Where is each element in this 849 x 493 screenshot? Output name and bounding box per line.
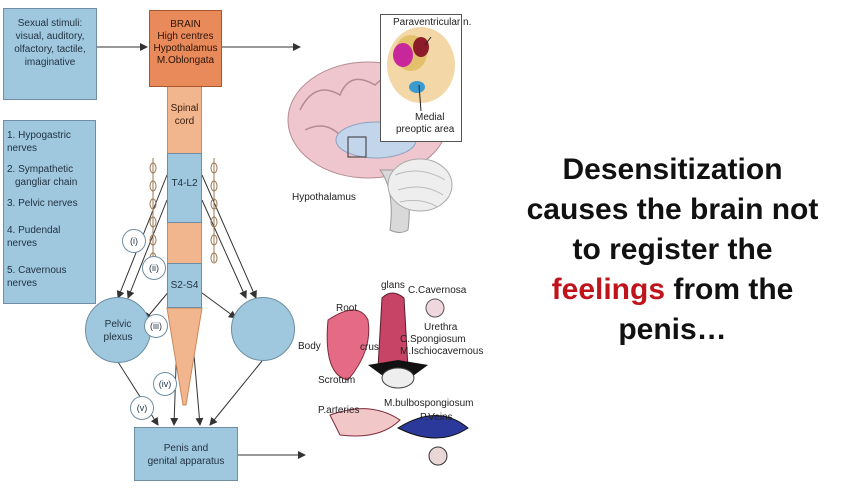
label-glans: glans xyxy=(381,280,405,291)
nerve-item: 1. Hypogastric nerves xyxy=(7,130,71,154)
statement-line: causes the brain not xyxy=(526,193,819,226)
brain-box: BRAIN High centres Hypothalamus M.Oblong… xyxy=(149,10,222,87)
label-m-bulbospongiosum: M.bulbospongiosum xyxy=(384,398,474,409)
penis-anatomy-illustration xyxy=(326,292,469,466)
label-paraventricular: Paraventricular n. xyxy=(393,17,472,28)
label-c-cavernosa: C.Cavernosa xyxy=(408,285,467,296)
label-scrotum: Scrotum xyxy=(318,375,356,386)
inset-drawing xyxy=(387,27,455,112)
stimuli-line: olfactory, tactile, xyxy=(14,44,86,55)
pathway-label: (iii) xyxy=(144,314,168,338)
spinal-line: Spinal xyxy=(170,103,199,114)
nerve-item: gangliar chain xyxy=(15,177,78,188)
brain-line: BRAIN xyxy=(170,19,201,30)
sexual-stimuli-box: Sexual stimuli: visual, auditory, olfact… xyxy=(3,8,97,100)
label-urethra: Urethra xyxy=(424,322,458,333)
pathway-label: (v) xyxy=(130,396,154,420)
pelvic-line: Pelvic xyxy=(104,319,132,330)
label-p-arteries: P.arteries xyxy=(318,405,360,416)
segment-s2-s4: S2-S4 xyxy=(167,263,202,308)
pathway-label: (ii) xyxy=(142,256,166,280)
label-medial: Medial xyxy=(415,112,445,123)
segment-middle xyxy=(167,223,202,263)
pathway-label: (iv) xyxy=(153,372,177,396)
hypothalamus-inset xyxy=(380,14,462,142)
nerve-item: 5. Cavernous nerves xyxy=(7,265,67,289)
pathway-label: (i) xyxy=(122,229,146,253)
spinal-cord: Spinal cord xyxy=(167,87,202,153)
statement-highlight: feelings xyxy=(551,273,666,306)
label-c-spongiosum: C.Spongiosum xyxy=(400,334,466,345)
plexus-circle-right xyxy=(231,297,295,361)
penis-line: genital apparatus xyxy=(147,456,225,467)
statement-line-rest: from the xyxy=(665,273,794,306)
stimuli-line: Sexual stimuli: xyxy=(17,18,83,29)
label-m-ischiocavernous: M.Ischiocavernous xyxy=(400,346,484,357)
label-crus: crus xyxy=(360,342,379,353)
nerve-item: 3. Pelvic nerves xyxy=(7,198,78,209)
penis-line: Penis and xyxy=(163,443,209,454)
stimuli-line: imaginative xyxy=(24,57,76,68)
statement-line: penis… xyxy=(618,313,727,346)
statement-text: Desensitization causes the brain not to … xyxy=(500,150,845,350)
statement-line: Desensitization xyxy=(562,153,783,186)
pelvic-plexus: Pelvic plexus xyxy=(85,297,151,363)
nerve-item: 2. Sympathetic xyxy=(7,164,74,175)
label-root: Root xyxy=(336,303,358,314)
label-preoptic: preoptic area xyxy=(396,124,455,135)
nerve-item: 4. Pudendal nerves xyxy=(7,225,61,249)
statement-line-4: feelings from the xyxy=(500,270,845,310)
nerves-legend-box: 1. Hypogastric nerves 2. Sympathetic gan… xyxy=(3,120,96,304)
cord-tail xyxy=(166,307,203,406)
label-p-veins: P.Veins xyxy=(420,412,453,423)
penis-genital-box: Penis and genital apparatus xyxy=(134,427,238,481)
pelvic-line: plexus xyxy=(103,332,133,343)
segment-t4-l2: T4-L2 xyxy=(167,153,202,223)
stimuli-line: visual, auditory, xyxy=(15,31,85,42)
brain-line: Hypothalamus xyxy=(153,43,218,54)
label-body: Body xyxy=(298,341,321,352)
brain-line: M.Oblongata xyxy=(156,55,215,66)
label-hypothalamus: Hypothalamus xyxy=(292,192,356,203)
brain-line: High centres xyxy=(157,31,214,42)
spinal-line: cord xyxy=(174,116,195,127)
statement-line: to register the xyxy=(572,233,773,266)
